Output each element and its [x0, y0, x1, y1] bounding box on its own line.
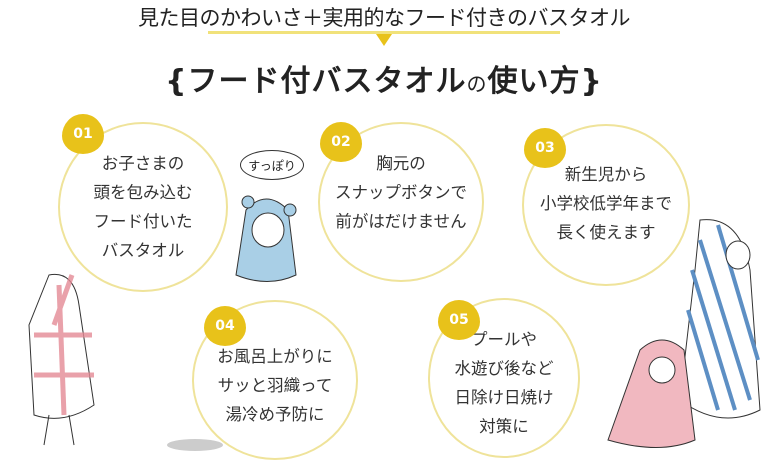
feature-badge: 03: [524, 128, 566, 168]
page-title: {フード付バスタオルの使い方}: [0, 56, 768, 100]
feature-badge: 04: [204, 306, 246, 346]
feature-text: 小学校低学年まで: [540, 193, 672, 213]
feature-text: バスタオル: [101, 241, 185, 260]
feature-circle-02: 胸元のスナップボタンで前がはだけません: [318, 122, 484, 282]
title-main: {フード付バスタオル: [165, 64, 467, 99]
feature-circle-04: お風呂上がりにサッと羽織って湯冷め予防に: [192, 300, 358, 460]
feature-badge: 01: [62, 114, 104, 154]
feature-badge: 05: [438, 300, 480, 340]
feature-text: サッと羽織って: [217, 375, 333, 395]
feature-text: 湯冷め予防に: [225, 404, 325, 424]
feature-circle-03: 新生児から小学校低学年まで長く使えます: [522, 124, 690, 286]
feature-text: 水遊び後など: [454, 359, 554, 378]
walking-child-illustration: [28, 273, 95, 446]
feature-text: スナップボタンで: [335, 182, 467, 202]
puddle-illustration: [167, 439, 223, 451]
feature-text: フード付いた: [93, 212, 193, 231]
feature-badge: 02: [320, 122, 362, 162]
subtitle-underline: [208, 31, 560, 34]
feature-text: 頭を包み込む: [93, 183, 193, 202]
feature-text: 前がはだけません: [335, 211, 467, 231]
hooded-child-illustration: [235, 195, 297, 282]
children-beach-illustration: [607, 219, 761, 448]
feature-text: お子さまの: [101, 154, 185, 173]
feature-text: 対策に: [479, 417, 529, 436]
subtitle: 見た目のかわいさ＋実用的なフード付きのバスタオル: [138, 6, 631, 30]
feature-text: 長く使えます: [556, 222, 656, 242]
down-arrow-icon: [376, 34, 392, 46]
feature-text: 新生児から: [564, 164, 648, 184]
feature-text: お風呂上がりに: [217, 346, 333, 366]
feature-text: 胸元の: [376, 153, 426, 173]
feature-text: プールや: [471, 330, 537, 349]
feature-text: 日除け日焼け: [454, 388, 554, 407]
speech-bubble: すっぽり: [240, 150, 304, 180]
title-particle: の: [466, 72, 488, 96]
title-end: 使い方}: [487, 64, 603, 99]
feature-circle-01: お子さまの頭を包み込むフード付いたバスタオル: [58, 122, 228, 292]
feature-circle-05: プールや水遊び後など日除け日焼け対策に: [428, 298, 580, 458]
